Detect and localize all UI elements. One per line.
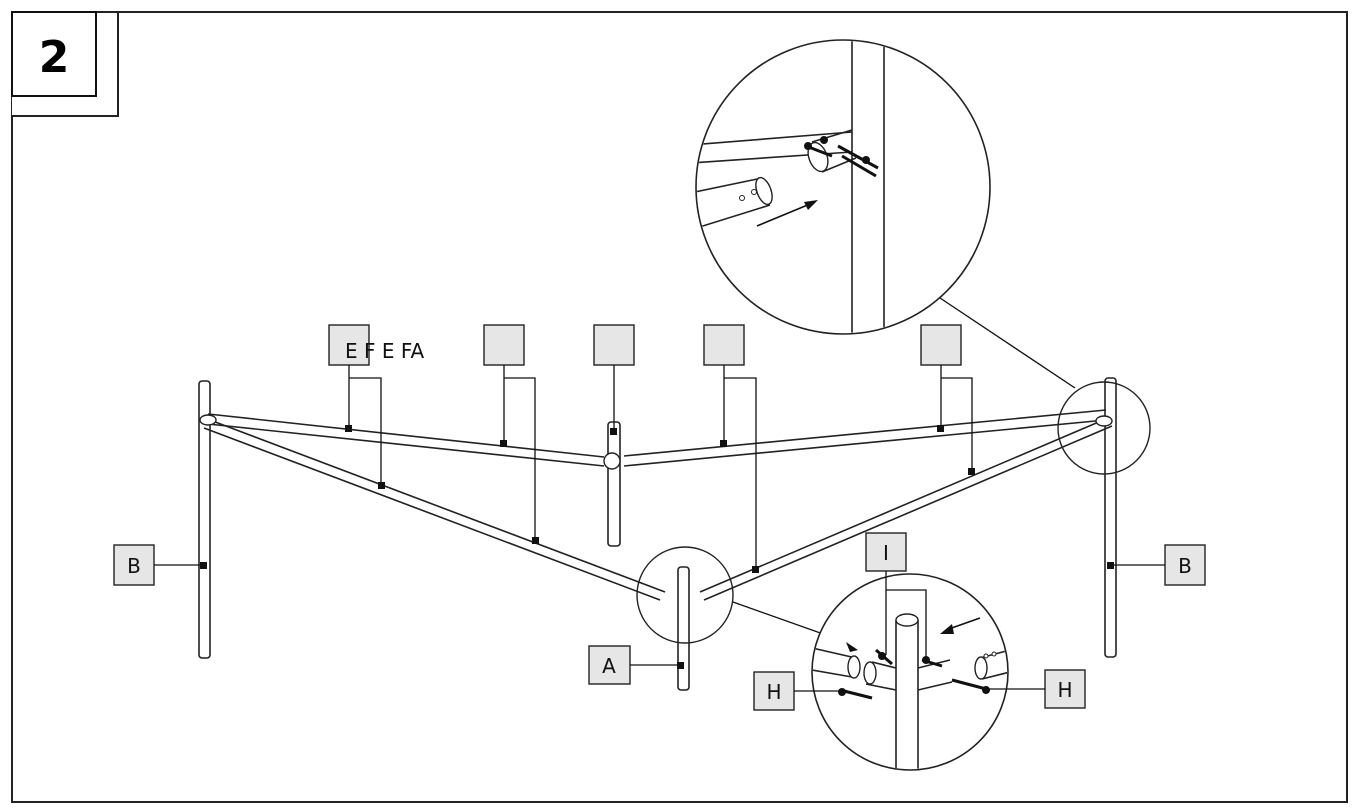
- label-box-5: [920, 324, 975, 475]
- label-box-4: [703, 324, 759, 573]
- top-row-text: E F E FA: [345, 339, 425, 363]
- front-center-pole: [677, 566, 690, 691]
- bolt-icon: [838, 648, 991, 700]
- label-left-pole: B: [113, 544, 207, 586]
- label-box-1: E F E FA: [328, 324, 425, 489]
- back-center-pole: [607, 421, 621, 547]
- detail-circle-right: [1057, 381, 1151, 475]
- left-pole: [198, 380, 211, 659]
- arrow-icon: [940, 617, 981, 634]
- detail-magnifier-top: [695, 39, 991, 335]
- label-detail-top-text: I: [883, 541, 889, 565]
- label-center-pole: A: [588, 645, 684, 685]
- label-detail-left: H: [753, 671, 846, 711]
- step-number: 2: [39, 32, 70, 83]
- front-rafters: [199, 414, 1113, 601]
- label-box-2: [483, 324, 539, 544]
- detail-magnifier-bottom: [811, 573, 1009, 771]
- back-rafters: [207, 409, 1107, 470]
- detail-connector-top: [939, 297, 1076, 389]
- label-left-pole-text: B: [127, 554, 141, 578]
- label-center-pole-text: A: [602, 654, 616, 678]
- label-right-pole-text: B: [1178, 554, 1192, 578]
- step-number-box: [11, 11, 97, 97]
- detail-circle-center: [636, 546, 734, 644]
- bolt-icon: [804, 136, 879, 178]
- arrow-icon: [756, 200, 818, 227]
- diagram-frame: [11, 11, 1348, 803]
- label-box-3: [593, 324, 635, 435]
- label-detail-top: I: [865, 532, 927, 660]
- label-detail-left-text: H: [766, 680, 781, 704]
- right-pole: [1104, 377, 1117, 658]
- label-right-pole: B: [1107, 544, 1206, 586]
- label-detail-right-text: H: [1057, 678, 1072, 702]
- label-detail-right: H: [990, 669, 1086, 709]
